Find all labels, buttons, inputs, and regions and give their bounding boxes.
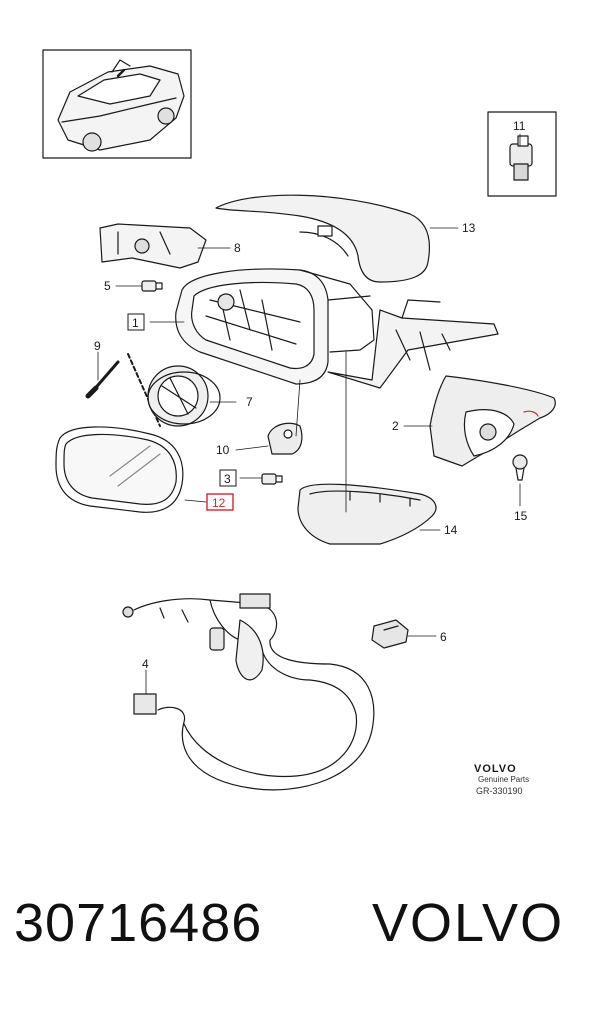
callout-12: 12 (212, 496, 226, 510)
part-7-actuator (147, 365, 221, 427)
brand-block: VOLVO Genuine Parts GR-330190 (474, 763, 529, 796)
callout-6: 6 (440, 630, 447, 644)
part-10-cover (267, 422, 303, 455)
part-12-mirror-glass (55, 426, 184, 513)
genuine-parts-label: Genuine Parts (478, 775, 529, 784)
callout-14: 14 (444, 523, 458, 537)
callout-2: 2 (392, 419, 399, 433)
callout-9: 9 (94, 339, 101, 353)
callout-11: 11 (513, 119, 526, 133)
volvo-logo: VOLVO (474, 763, 517, 775)
part-11-box (487, 111, 557, 197)
exploded-parts-diagram: 13 8 5 1 9 7 2 10 3 12 15 14 11 6 4 VOLV… (42, 49, 557, 796)
part-number: 30716486 (14, 893, 263, 953)
callout-1: 1 (132, 316, 139, 330)
figure-code: GR-330190 (476, 786, 523, 796)
callout-4: 4 (142, 657, 149, 671)
callout-5: 5 (104, 279, 111, 293)
part-2-base (327, 299, 499, 389)
part-15-screw (512, 454, 528, 481)
wiring-harness (122, 593, 375, 791)
part-6-connector (371, 619, 409, 649)
part-14-lower-cover (297, 483, 437, 545)
part-2-trim (429, 375, 556, 467)
callout-7: 7 (246, 395, 253, 409)
vehicle-thumbnail (42, 49, 192, 159)
part-9-screw (85, 360, 120, 399)
callout-10: 10 (216, 443, 230, 457)
callout-numbers: 13 8 5 1 9 7 2 10 3 12 15 14 11 6 4 (94, 119, 528, 671)
leader-lines (97, 133, 521, 695)
part-3-bulb (261, 473, 283, 485)
callout-15: 15 (514, 509, 528, 523)
part-8-bracket (99, 223, 207, 269)
callout-8: 8 (234, 241, 241, 255)
footer-brand: VOLVO (372, 893, 565, 953)
part-13-mirror-cover (215, 194, 431, 283)
callout-3: 3 (224, 472, 231, 486)
part-5-bulb (141, 280, 163, 292)
part-1-housing (175, 268, 375, 385)
callout-13: 13 (462, 221, 476, 235)
